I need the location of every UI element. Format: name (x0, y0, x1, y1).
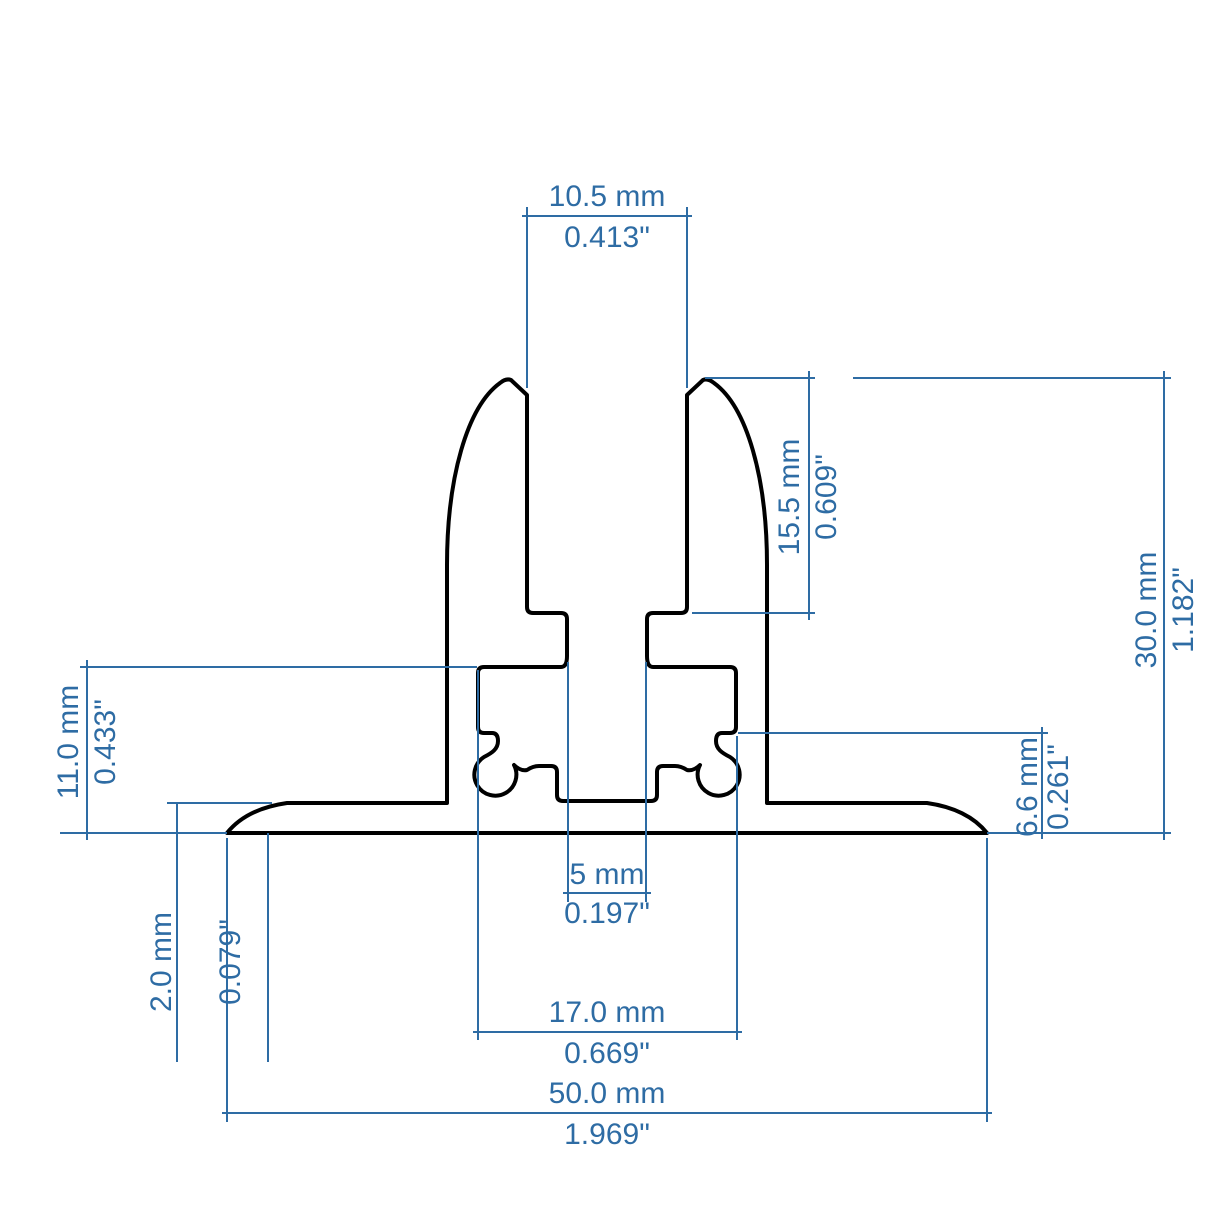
dim-label-mm: 5 mm (570, 858, 645, 891)
dim-label-inch: 0.669" (564, 1037, 650, 1070)
dim-label-mm: 15.5 mm (773, 439, 806, 556)
dim-label-mm: 11.0 mm (52, 685, 85, 799)
dimension-slot-width: 5 mm 0.197" (563, 662, 651, 930)
dimension-slot-top-width: 10.5 mm 0.413" (522, 180, 692, 388)
dim-label-inch: 1.182" (1167, 567, 1200, 653)
dim-label-inch: 0.609" (810, 454, 843, 540)
dim-label-mm: 10.5 mm (549, 180, 666, 213)
dim-label-mm: 2.0 mm (145, 912, 178, 1012)
dim-label-mm: 50.0 mm (549, 1077, 666, 1110)
dimension-overall-width: 50.0 mm 1.969" (222, 838, 992, 1151)
dimension-overall-height: 30.0 mm 1.182" (853, 371, 1200, 840)
dimension-cavity-height: 6.6 mm 0.261" (738, 727, 1075, 839)
dim-label-mm: 17.0 mm (549, 996, 666, 1029)
dim-label-inch: 0.079" (214, 919, 247, 1005)
dim-label-mm: 6.6 mm (1011, 737, 1044, 837)
dimension-channel-width: 17.0 mm 0.669" (473, 670, 742, 1070)
dim-label-mm: 30.0 mm (1130, 552, 1163, 669)
dim-label-inch: 0.433" (89, 699, 122, 785)
dim-label-inch: 0.197" (564, 897, 650, 930)
dim-label-inch: 1.969" (564, 1118, 650, 1151)
dimension-base-thickness: 2.0 mm 0.079" (145, 802, 272, 1062)
dimension-prong-depth: 15.5 mm 0.609" (692, 371, 843, 620)
profile-outline (225, 377, 989, 835)
dim-label-inch: 0.413" (564, 221, 650, 254)
dimension-left-shoulder-height: 11.0 mm 0.433" (52, 660, 477, 840)
dim-label-inch: 0.261" (1042, 744, 1075, 830)
